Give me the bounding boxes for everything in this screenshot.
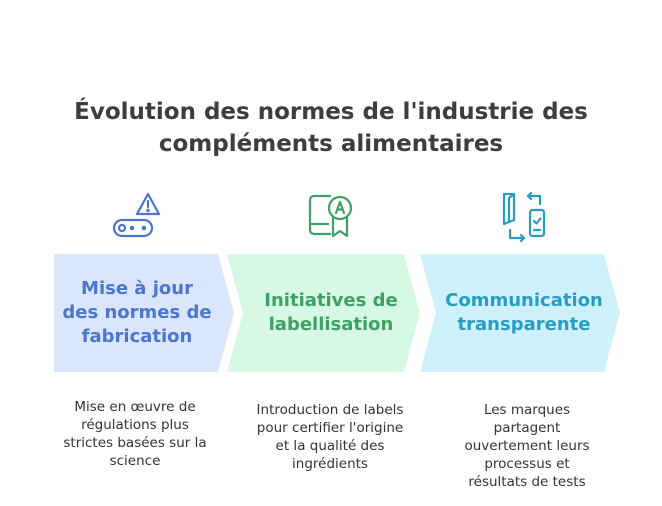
step-2-label: Initiatives de labellisation xyxy=(264,290,398,335)
step-2-description: Introduction de labels pour certifier l'… xyxy=(256,402,404,472)
step-2-arrow xyxy=(227,254,420,372)
step-1-label: Mise à jour des normes de fabrication xyxy=(62,278,212,347)
diagram-title: Évolution des normes de l'industrie des … xyxy=(74,99,588,157)
step-3-label: Communication transparente xyxy=(445,290,603,335)
warning-conveyor-icon xyxy=(112,192,161,238)
step-1-arrow xyxy=(54,254,234,372)
step-3-description: Les marques partagent ouvertement leurs … xyxy=(464,402,590,490)
step-1-description: Mise en œuvre de régulations plus strict… xyxy=(63,399,207,469)
step-3-arrow xyxy=(420,254,620,372)
certified-label-icon xyxy=(308,194,353,238)
document-exchange-icon xyxy=(502,191,546,243)
